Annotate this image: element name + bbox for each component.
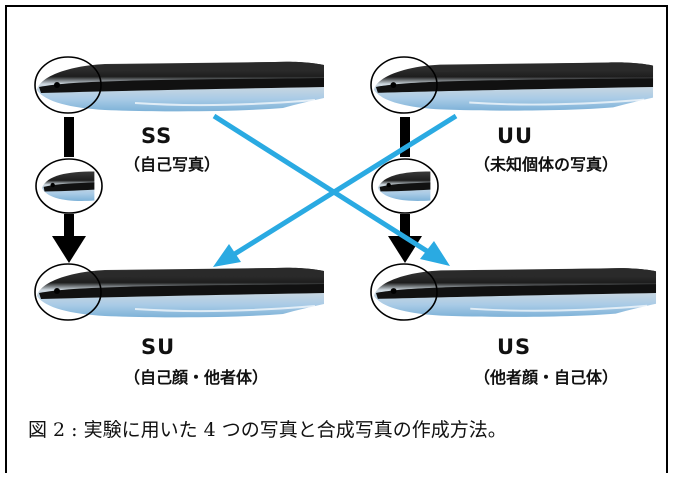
head-ellipse-su	[34, 263, 102, 321]
head-ellipse-ss	[34, 56, 102, 114]
head-ellipse-uu-cut	[371, 158, 439, 214]
figure-caption: 図 2 : 実験に用いた 4 つの写真と合成写真の作成方法。	[28, 419, 507, 441]
head-ellipse-us	[370, 263, 438, 321]
cross-arrow-ss-to-us	[212, 113, 450, 266]
label-su-code: SU	[141, 335, 176, 359]
head-cutout-ss	[41, 171, 95, 201]
down-arrow-left	[52, 117, 86, 263]
fish-photo-uu	[372, 61, 654, 112]
head-ellipse-ss-cut	[35, 158, 103, 214]
label-ss-desc: （自己写真）	[124, 155, 221, 174]
label-ss-code: SS	[141, 124, 173, 148]
label-uu-desc: （未知個体の写真）	[474, 155, 619, 174]
label-us-desc: （他者顔・自己体）	[474, 368, 619, 387]
fish-photo-ss	[36, 60, 325, 113]
fish-photo-su	[36, 266, 325, 319]
label-us-code: US	[497, 335, 532, 359]
fish-photo-us	[372, 267, 657, 318]
head-ellipse-uu	[370, 56, 438, 114]
label-su-desc: （自己顔・他者体）	[124, 368, 269, 387]
head-cutout-uu	[377, 171, 431, 201]
label-uu-code: UU	[497, 124, 534, 148]
cross-arrow-uu-to-su	[213, 113, 458, 267]
